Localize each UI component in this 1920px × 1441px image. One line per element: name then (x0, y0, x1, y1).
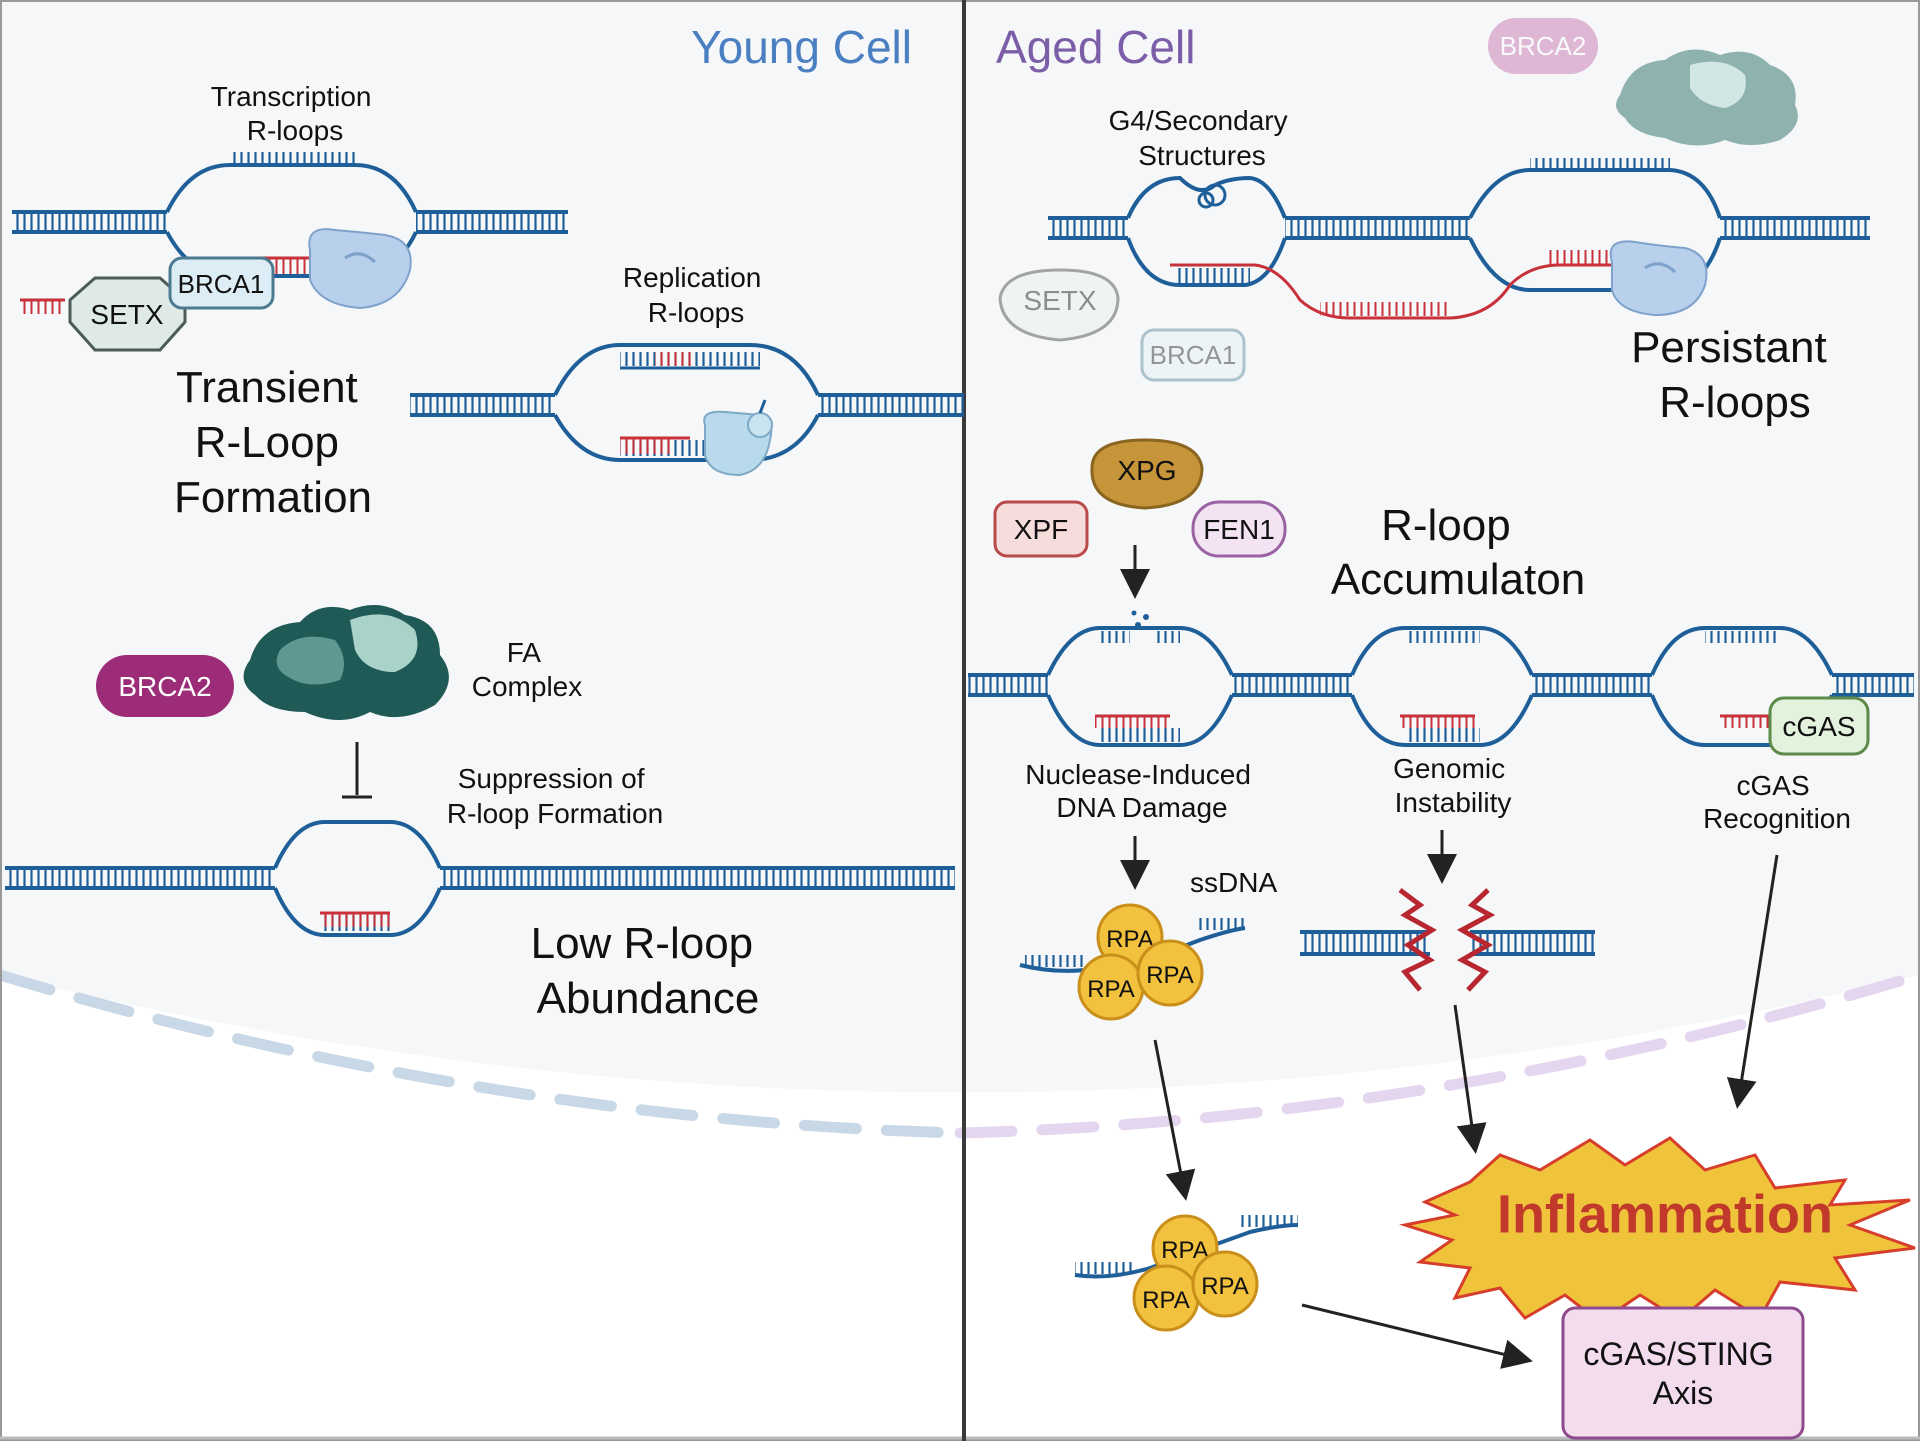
rpa-arrow (1153, 1039, 1196, 1201)
aged-cell-title: Aged Cell (996, 21, 1195, 73)
svg-text:SETX: SETX (90, 299, 163, 330)
svg-text:RPA: RPA (1146, 962, 1194, 989)
xpg-protein: XPG (1090, 438, 1204, 510)
rna-strand-fragment (20, 300, 65, 314)
svg-text:XPF: XPF (1014, 514, 1068, 545)
fa-complex-icon (243, 605, 449, 720)
brca2-protein-faded: BRCA2 (1488, 18, 1598, 74)
ssdna-strand-2 (1074, 1215, 1299, 1279)
rpa-protein: RPA (1077, 953, 1145, 1021)
young-cell-title: Young Cell (691, 21, 912, 73)
nuclease-damage-label: Nuclease-Induced DNA Damage (1025, 759, 1258, 823)
brca2-protein: BRCA2 (96, 655, 234, 717)
setx-protein: SETX (68, 276, 187, 352)
double-strand-break (1300, 888, 1595, 992)
cgas-protein: cGAS (1768, 696, 1870, 756)
svg-text:RPA: RPA (1142, 1287, 1190, 1314)
replication-rloop-dna (410, 343, 964, 462)
svg-text:SETX: SETX (1023, 285, 1096, 316)
fa-complex-icon-faded (1616, 49, 1798, 146)
cgas-recognition-label: cGAS Recognition (1703, 770, 1851, 834)
svg-text:BRCA2: BRCA2 (118, 671, 211, 702)
inhibition-symbol (342, 742, 372, 799)
svg-text:RPA: RPA (1161, 1237, 1209, 1264)
svg-text:BRCA1: BRCA1 (1150, 340, 1237, 370)
xpf-protein: XPF (993, 500, 1089, 558)
rpa-protein: RPA (1132, 1264, 1200, 1332)
persistant-rloop-dna (1048, 158, 1870, 320)
rpa-protein: RPA (1136, 939, 1204, 1007)
genomic-instability-label: Genomic Instability (1393, 753, 1513, 818)
rna-polymerase-icon (308, 228, 412, 310)
rpa-sting-arrow (1301, 1303, 1533, 1369)
svg-text:cGAS: cGAS (1782, 711, 1855, 742)
low-rloop-dna (5, 820, 955, 937)
inflammation-burst: Inflammation (1399, 1136, 1916, 1324)
nucleus-region (0, 969, 1920, 1139)
svg-text:RPA: RPA (1106, 926, 1154, 953)
svg-text:FEN1: FEN1 (1203, 514, 1275, 545)
fen1-protein: FEN1 (1191, 500, 1287, 558)
fa-complex-label: FA Complex (472, 637, 582, 702)
svg-text:XPG: XPG (1117, 455, 1176, 486)
low-rloop-abundance-label: Low R-loop Abundance (531, 919, 766, 1023)
svg-text:RPA: RPA (1201, 1273, 1249, 1300)
svg-text:cGAS/STING Axis: cGAS/STING Axis (1583, 1336, 1782, 1411)
instability-inflammation-arrow (1453, 1004, 1487, 1154)
brca1-protein: BRCA1 (168, 256, 275, 310)
rloop-accumulation-label: R-loop Accumulaton (1331, 501, 1585, 604)
svg-text:RPA: RPA (1087, 976, 1135, 1003)
accumulation-dna (968, 610, 1914, 747)
transient-rloop-label: Transient R-Loop Formation (174, 363, 372, 522)
transcription-rloops-label: Transcription R-loops (211, 81, 380, 146)
cgas-sting-axis-box: cGAS/STING Axis (1561, 1306, 1805, 1440)
inflammation-label: Inflammation (1497, 1184, 1833, 1244)
suppression-label: Suppression of R-loop Formation (447, 763, 663, 829)
svg-text:BRCA1: BRCA1 (178, 269, 265, 299)
cgas-inflammation-arrow (1726, 854, 1779, 1109)
persistant-rloops-label: Persistant R-loops (1631, 323, 1839, 427)
rpa-protein: RPA (1191, 1250, 1259, 1318)
brca1-protein-faded: BRCA1 (1140, 328, 1246, 382)
svg-text:BRCA2: BRCA2 (1500, 31, 1587, 61)
ssdna-label: ssDNA (1190, 867, 1277, 898)
setx-protein-faded: SETX (998, 268, 1120, 342)
replication-machinery-icon (703, 399, 773, 477)
g4-structures-label: G4/Secondary Structures (1109, 105, 1296, 171)
rna-polymerase-icon-aged (1609, 240, 1708, 317)
replication-rloops-label: Replication R-loops (623, 262, 769, 328)
